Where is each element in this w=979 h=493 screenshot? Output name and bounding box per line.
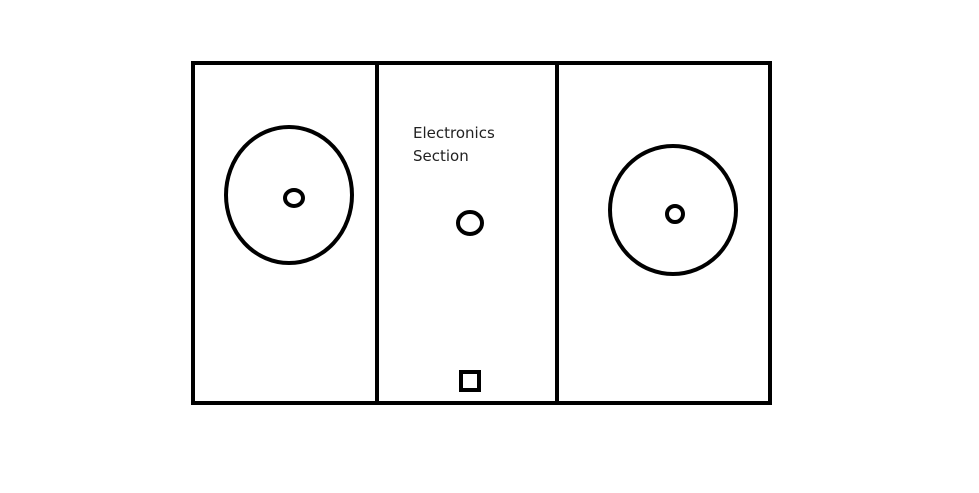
electronics-port [459, 370, 481, 392]
section-label-line-1: Electronics [413, 124, 495, 142]
left-speaker-center [283, 188, 305, 208]
electronics-section: Electronics Section [413, 124, 495, 392]
electronics-knob [456, 210, 484, 236]
section-label-line-2: Section [413, 147, 469, 165]
left-speaker [224, 125, 354, 265]
left-speaker-cone [224, 125, 354, 265]
right-speaker-cone [608, 144, 738, 276]
right-speaker [608, 144, 738, 276]
outer-enclosure [191, 61, 772, 405]
right-speaker-center [665, 204, 685, 224]
